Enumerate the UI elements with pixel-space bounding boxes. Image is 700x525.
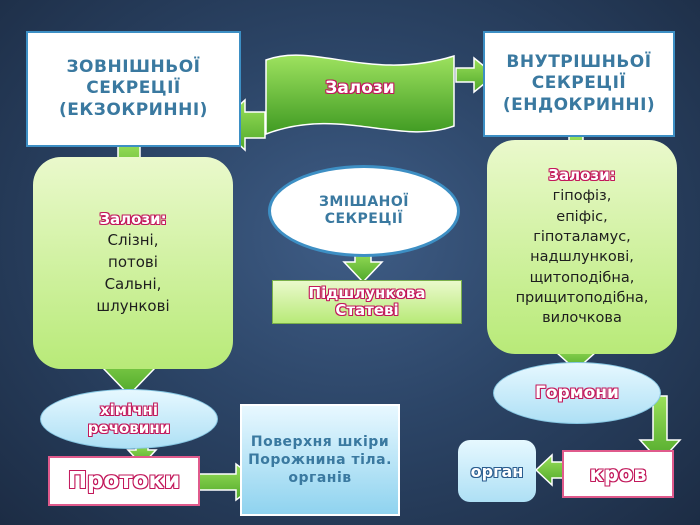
hormones-oval: Гормони <box>493 362 661 424</box>
endocrine-gland-item: епіфіс, <box>556 208 608 225</box>
endocrine-gland-item: надшлункові, <box>530 249 634 266</box>
destination-item: Поверхня шкіри <box>250 433 390 450</box>
endocrine-gland-item: гіпоталамус, <box>533 229 631 246</box>
blood-box: кров <box>562 450 674 498</box>
endocrine-gland-item: вилочкова <box>542 310 622 327</box>
exocrine-gland-item: потові <box>108 253 158 272</box>
endocrine-gland-item: гіпофіз, <box>552 188 612 205</box>
mixed-secretion-oval: ЗМІШАНОЇ СЕКРЕЦІЇ <box>268 165 460 257</box>
blood-label: кров <box>589 462 647 486</box>
mixed-secretion-title: ЗМІШАНОЇ СЕКРЕЦІЇ <box>318 193 410 228</box>
endocrine-glands-box: Залози: гіпофіз, епіфіс, гіпоталамус, на… <box>487 140 677 354</box>
exocrine-gland-item: шлункові <box>96 296 170 315</box>
endocrine-gland-item: щитоподібна, <box>529 269 635 286</box>
endocrine-title-box: ВНУТРІШНЬОЇ СЕКРЕЦІЇ (ЕНДОКРИННІ) <box>483 31 675 137</box>
ducts-box: Протоки <box>48 456 200 506</box>
endocrine-title: ВНУТРІШНЬОЇ СЕКРЕЦІЇ (ЕНДОКРИННІ) <box>502 52 656 115</box>
mixed-examples-box: Підшлункова Статеві <box>272 280 462 324</box>
chemicals-label: хімічні речовини <box>87 401 171 437</box>
destination-item: Порожнина тіла. <box>248 451 392 468</box>
mixed-example-item: Статеві <box>335 301 399 319</box>
destinations-box: Поверхня шкіри Порожнина тіла. органів <box>240 404 400 516</box>
exocrine-gland-item: Сальні, <box>104 274 162 293</box>
hormones-label: Гормони <box>535 383 619 403</box>
ducts-label: Протоки <box>67 468 181 494</box>
endocrine-gland-item: прищитоподібна, <box>515 289 649 306</box>
center-banner <box>265 54 455 136</box>
exocrine-glands-box: Залози: Слізні, потові Сальні, шлункові <box>33 157 233 369</box>
mixed-example-item: Підшлункова <box>308 283 426 302</box>
exocrine-title-box: ЗОВНІШНЬОЇ СЕКРЕЦІЇ (ЕКЗОКРИННІ) <box>26 31 241 147</box>
endocrine-glands-label: Залози: <box>548 166 616 185</box>
destination-item: органів <box>288 470 352 487</box>
exocrine-title: ЗОВНІШНЬОЇ СЕКРЕЦІЇ (ЕКЗОКРИННІ) <box>59 57 208 120</box>
organ-box: орган <box>458 440 536 502</box>
chemicals-oval: хімічні речовини <box>40 389 218 449</box>
exocrine-gland-item: Слізні, <box>107 231 159 250</box>
exocrine-glands-label: Залози: <box>99 209 167 228</box>
center-banner-label: Залози <box>325 78 395 98</box>
organ-label: орган <box>470 461 524 481</box>
